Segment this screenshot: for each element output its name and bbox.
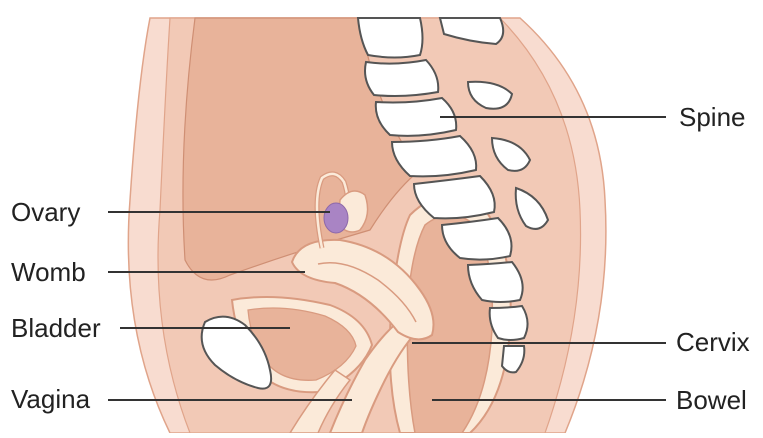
label-bladder: Bladder	[11, 315, 101, 341]
label-womb: Womb	[11, 259, 86, 285]
label-cervix: Cervix	[676, 329, 750, 355]
label-bowel: Bowel	[676, 387, 747, 413]
label-vagina: Vagina	[11, 386, 90, 412]
label-ovary: Ovary	[11, 199, 80, 225]
label-spine: Spine	[679, 104, 746, 130]
